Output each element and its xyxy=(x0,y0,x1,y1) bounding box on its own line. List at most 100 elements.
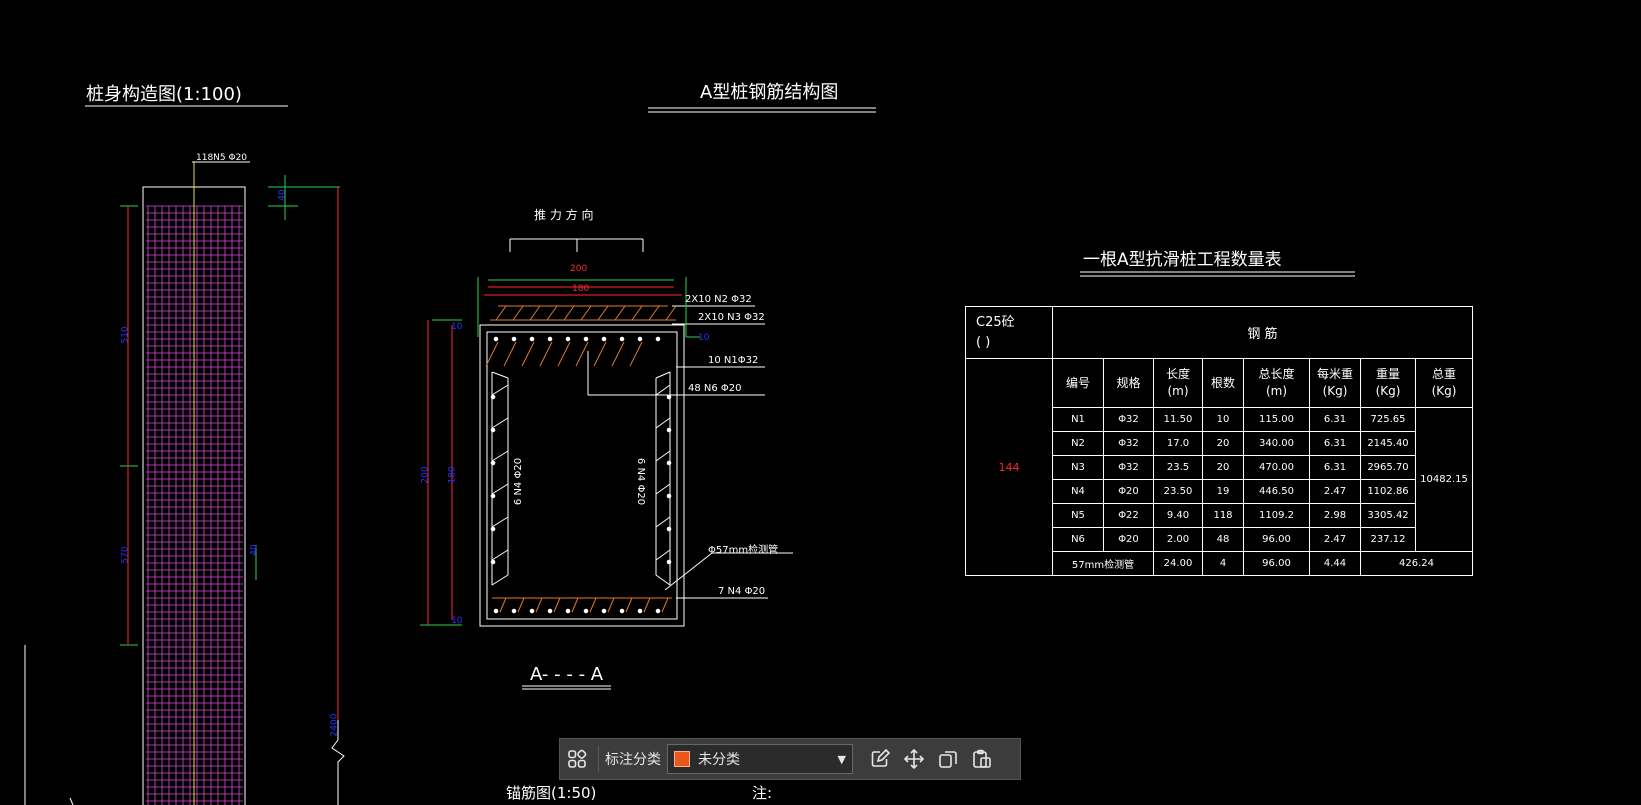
cell: 426.24 xyxy=(1360,551,1473,576)
thrust-direction-label: 推 力 方 向 xyxy=(534,208,594,222)
cell: 2145.40 xyxy=(1360,431,1416,456)
layout-grid-icon[interactable] xyxy=(560,742,594,776)
hatch-stroke xyxy=(503,341,517,367)
rebar-dot xyxy=(666,427,672,433)
dim-510: 510 xyxy=(120,326,131,344)
right-tie xyxy=(655,549,671,561)
dim-40-mid: 40 xyxy=(249,544,260,556)
cell: 4.44 xyxy=(1309,551,1361,576)
col-length: 长度 (m) xyxy=(1153,358,1203,408)
rebar-dot xyxy=(637,608,643,614)
rebar-dot xyxy=(490,460,496,466)
dim-570: 570 xyxy=(120,546,131,564)
section-label: A- - - - A xyxy=(530,664,604,685)
category-value: 未分类 xyxy=(698,752,740,768)
cell: 6.31 xyxy=(1309,407,1361,432)
rebar-dot xyxy=(619,608,625,614)
dim-180-blue: 180 xyxy=(447,466,458,484)
cell: 96.00 xyxy=(1243,527,1310,552)
col-total-weight: 总重 (Kg) xyxy=(1415,358,1473,408)
right-tie xyxy=(655,384,671,396)
hatch-stroke xyxy=(571,597,579,613)
hatch-stroke xyxy=(485,341,499,367)
cell: 9.40 xyxy=(1153,503,1203,528)
hatch-stroke xyxy=(495,305,507,321)
hatch-stroke xyxy=(661,597,669,613)
table-row: N2 Φ32 17.0 20 340.00 6.31 2145.40 xyxy=(966,431,1473,456)
left-side-bar xyxy=(491,371,509,379)
col-unit-weight: 每米重 (Kg) xyxy=(1309,358,1361,408)
rebar-dot xyxy=(493,608,499,614)
cell: 4 xyxy=(1202,551,1244,576)
cell: 2.47 xyxy=(1309,527,1361,552)
cell: 6.31 xyxy=(1309,455,1361,480)
rebar-dot xyxy=(493,336,499,342)
cell: 23.50 xyxy=(1153,479,1203,504)
dim-180-red: 180 xyxy=(572,284,590,294)
rebar-dot xyxy=(666,460,672,466)
hatch-stroke xyxy=(643,597,651,613)
hatch-stroke xyxy=(593,341,607,367)
rebar-dot xyxy=(490,493,496,499)
dim-10-a: 10 xyxy=(451,322,463,332)
move-icon[interactable] xyxy=(897,742,931,776)
rebar-dot xyxy=(583,608,589,614)
dim-2400: 2400 xyxy=(329,713,340,737)
left-tie xyxy=(491,384,509,396)
col-total-length: 总长度 (m) xyxy=(1243,358,1310,408)
cell: 1102.86 xyxy=(1360,479,1416,504)
cell: Φ32 xyxy=(1103,407,1154,432)
rebar-dot xyxy=(666,394,672,400)
left-tie xyxy=(491,483,509,495)
left-bar-label: 6 N4 Φ20 xyxy=(513,457,525,506)
cell: 11.50 xyxy=(1153,407,1203,432)
category-dropdown[interactable]: 未分类 ▼ xyxy=(667,744,853,774)
rebar-dot xyxy=(511,336,517,342)
cell: 24.00 xyxy=(1153,551,1203,576)
cell: 2.47 xyxy=(1309,479,1361,504)
quantity-table: C25砼 ( ) 钢 筋 144 编号 规格 长度 (m) 根数 总长度 (m)… xyxy=(965,306,1473,576)
cell: 20 xyxy=(1202,431,1244,456)
callout-n2: 2X10 N2 Φ32 xyxy=(685,294,752,305)
rebar-dot xyxy=(601,608,607,614)
edit-icon[interactable] xyxy=(863,742,897,776)
category-label: 标注分类 xyxy=(605,752,661,768)
cell: Φ32 xyxy=(1103,431,1154,456)
hatch-stroke xyxy=(614,305,626,321)
rebar-dot xyxy=(583,336,589,342)
right-side-bar xyxy=(655,371,671,379)
right-tie xyxy=(655,417,671,429)
cell: 48 xyxy=(1202,527,1244,552)
rebar-dot xyxy=(490,526,496,532)
right-side-bar xyxy=(655,574,671,586)
cell: 23.5 xyxy=(1153,455,1203,480)
hatch-stroke xyxy=(648,305,660,321)
hatch-stroke xyxy=(625,597,633,613)
rebar-dot xyxy=(565,608,571,614)
hatch-stroke xyxy=(665,305,677,321)
quantity-table-title: 一根A型抗滑桩工程数量表 xyxy=(1083,250,1282,270)
cell: 10 xyxy=(1202,407,1244,432)
hatch-stroke xyxy=(607,597,615,613)
chevron-down-icon: ▼ xyxy=(837,752,846,766)
paste-icon[interactable] xyxy=(965,742,999,776)
cell: 725.65 xyxy=(1360,407,1416,432)
hatch-stroke xyxy=(629,341,643,367)
rebar-dot xyxy=(601,336,607,342)
table-row: N4 Φ20 23.50 19 446.50 2.47 1102.86 xyxy=(966,479,1473,504)
copy-icon[interactable] xyxy=(931,742,965,776)
cell: 2.00 xyxy=(1153,527,1203,552)
col-weight: 重量 (Kg) xyxy=(1360,358,1416,408)
cell: 2965.70 xyxy=(1360,455,1416,480)
hatch-stroke xyxy=(539,341,553,367)
cell: 57mm检测管 xyxy=(1052,551,1154,576)
dim-200-red: 200 xyxy=(570,264,588,274)
cell: N6 xyxy=(1052,527,1104,552)
hatch-stroke xyxy=(499,597,507,613)
hatch-stroke xyxy=(563,305,575,321)
callout-n6: 48 N6 Φ20 xyxy=(688,383,742,394)
cell: 20 xyxy=(1202,455,1244,480)
rebar-section-title: A型桩钢筋结构图 xyxy=(700,82,839,103)
